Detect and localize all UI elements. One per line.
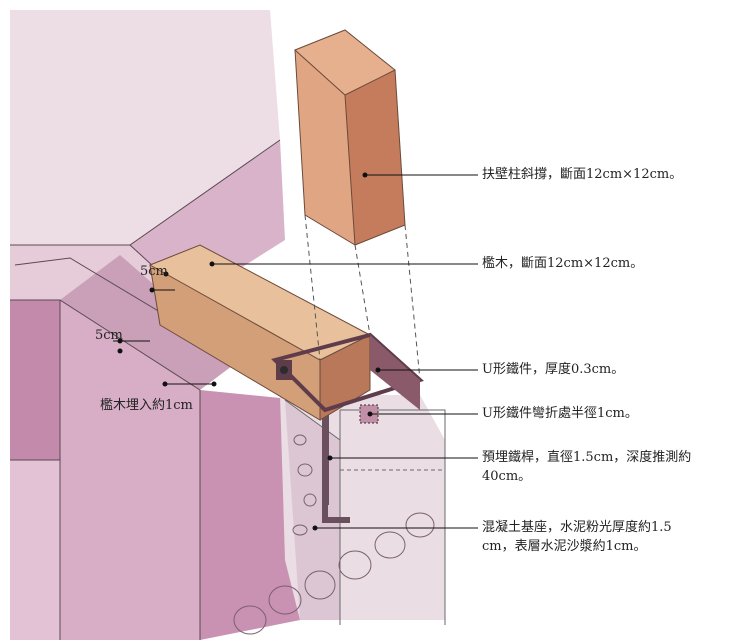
wall-outline xyxy=(10,139,281,640)
leader-dots xyxy=(117,172,381,531)
leader-lines xyxy=(113,174,478,529)
sill-beam xyxy=(148,244,372,421)
brace-post xyxy=(294,29,421,381)
label-embed-depth: 檻木埋入約1cm xyxy=(100,398,193,413)
label-brace-post: 扶壁柱斜撐，斷面12cm×12cm。 xyxy=(482,167,683,182)
label-anchor-bolt-line2: 40cm。 xyxy=(482,469,532,484)
label-sill-beam: 檻木，斷面12cm×12cm。 xyxy=(482,256,644,271)
label-anchor-bolt-line1: 預埋鐵桿，直徑1.5cm，深度推測約 xyxy=(482,450,692,465)
label-u-bracket: U形鐵件，厚度0.3cm。 xyxy=(482,362,625,377)
label-footing-line1: 混凝土基座，水泥粉光厚度約1.5 xyxy=(482,520,672,535)
label-u-bend: U形鐵件彎折處半徑1cm。 xyxy=(482,406,638,421)
label-dim-left: 5cm xyxy=(95,328,123,343)
label-footing-line2: cm，表層水泥沙漿約1cm。 xyxy=(482,539,647,554)
label-dim-top: 5cm xyxy=(140,264,168,279)
